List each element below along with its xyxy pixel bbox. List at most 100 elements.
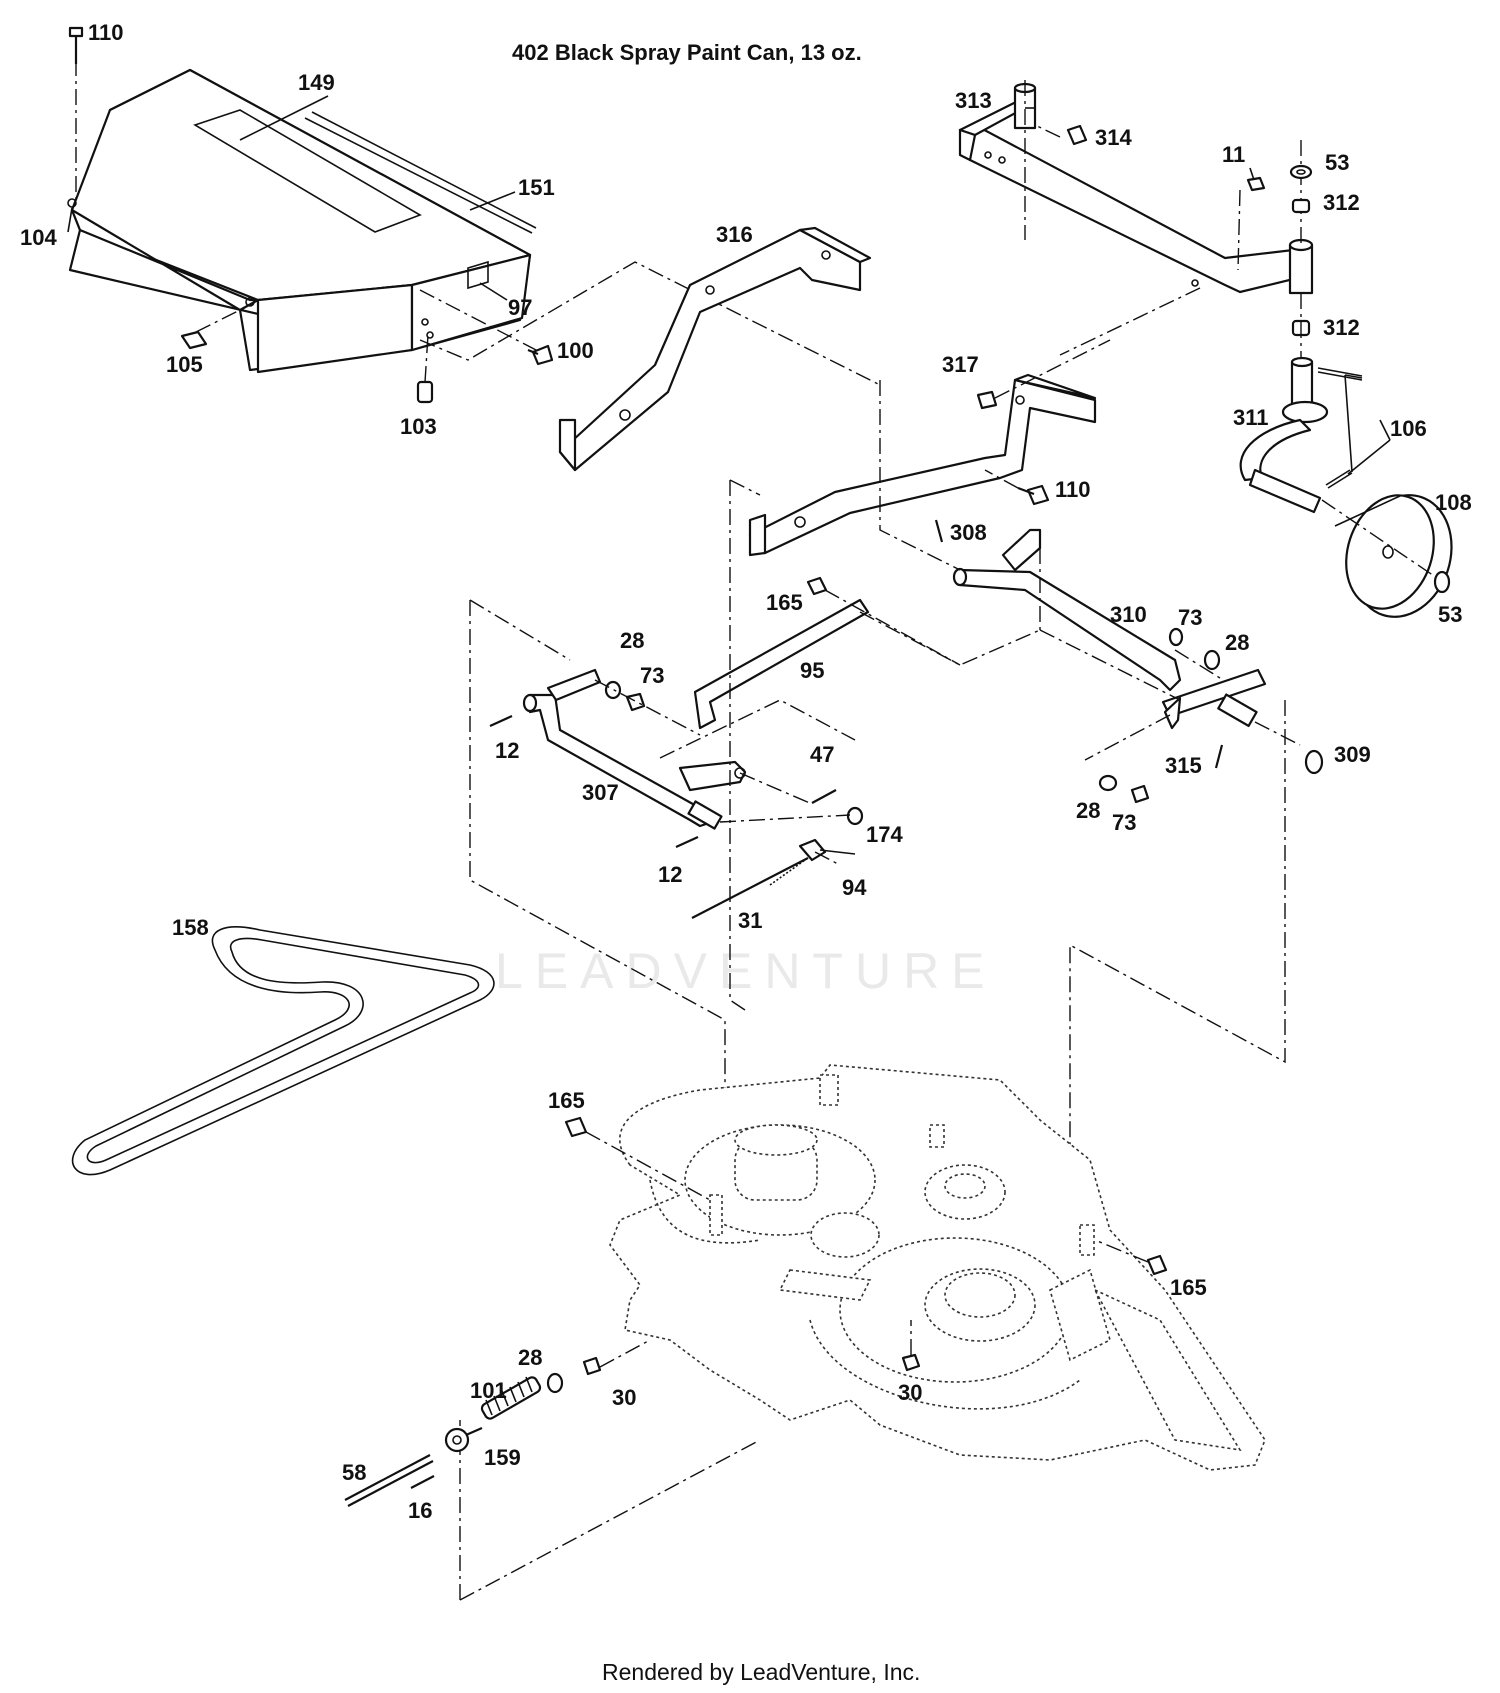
spring-101-part[interactable] [480,1376,542,1421]
callout-158: 158 [172,915,209,940]
callout-308: 308 [950,520,987,545]
bolt-314-part[interactable] [1066,124,1088,146]
callout-73-left: 73 [640,663,664,688]
callout-53-top: 53 [1325,150,1349,175]
callout-307: 307 [582,780,619,805]
washer-309-part[interactable] [1304,749,1324,775]
callout-103: 103 [400,414,437,439]
nut-30-deck-part[interactable] [901,1353,921,1372]
callout-11: 11 [1222,142,1245,167]
callout-12-upper: 12 [495,738,519,763]
pin-12-upper-part[interactable] [489,714,513,728]
callout-174: 174 [866,822,903,847]
bolt-100-part[interactable] [527,344,554,366]
callout-165-deck-left: 165 [548,1088,585,1113]
callout-105: 105 [166,352,203,377]
pin-12-lower-part[interactable] [675,835,699,849]
washer-53-top-part[interactable] [1289,164,1313,180]
callout-312-bottom: 312 [1323,315,1360,340]
callout-165-deck-right: 165 [1170,1275,1207,1300]
callout-30-spring: 30 [612,1385,636,1410]
callout-110-top: 110 [88,20,124,45]
callout-165-upper: 165 [766,590,803,615]
diagram-title: 402 Black Spray Paint Can, 13 oz. [512,40,862,65]
callout-313: 313 [955,88,992,113]
bolt-317-part[interactable] [976,390,998,410]
bushing-312-top-part[interactable] [1291,198,1311,214]
callout-28-spring: 28 [518,1345,542,1370]
callout-110-mid: 110 [1055,477,1091,502]
watermark-text: LEADVENTURE [495,943,997,999]
belt-cover-part[interactable] [67,68,537,374]
shaft-307-part[interactable] [522,668,747,830]
callout-101: 101 [470,1378,507,1403]
washer-73-right-part[interactable] [1168,627,1184,647]
pin-308-part[interactable] [934,519,944,543]
callout-309: 309 [1334,742,1371,767]
washer-53-bottom-part[interactable] [1433,570,1451,594]
shaft-310-part[interactable] [952,528,1267,730]
rod-58-part[interactable] [344,1454,434,1507]
bracket-316-part[interactable] [558,226,872,472]
washer-28-spring-part[interactable] [546,1372,564,1394]
callout-314: 314 [1095,125,1132,150]
callout-312-top: 312 [1323,190,1360,215]
link-95-part[interactable] [693,598,870,730]
bolt-110-mid-part[interactable] [1017,484,1050,506]
bolt-165-upper-part[interactable] [806,576,828,596]
nut-30-spring-part[interactable] [582,1356,602,1376]
callout-16: 16 [408,1498,432,1523]
frame-313-part[interactable] [958,82,1314,295]
nut-11-part[interactable] [1246,176,1266,192]
callout-73-right: 73 [1178,605,1202,630]
nut-73-lower-part[interactable] [1130,784,1150,804]
callout-28-right: 28 [1225,630,1249,655]
callout-53-bottom: 53 [1438,602,1462,627]
nut-174-part[interactable] [846,806,864,826]
nut-73-left-part[interactable] [625,692,646,712]
adjuster-94-part[interactable] [798,838,827,862]
rod-31-part[interactable] [691,857,809,919]
callout-58: 58 [342,1460,366,1485]
pin-315-part[interactable] [1214,744,1224,769]
callout-310: 310 [1110,602,1147,627]
bracket-317-part[interactable] [748,373,1097,557]
callout-108: 108 [1435,490,1472,515]
callout-94: 94 [842,875,867,900]
pin-16-part[interactable] [410,1475,435,1489]
callout-311: 311 [1233,405,1269,430]
bolt-165-deck-right-part[interactable] [1146,1254,1168,1276]
callout-47: 47 [810,742,834,767]
callout-149: 149 [298,70,335,95]
callout-12-lower: 12 [658,862,682,887]
washer-28-lower-part[interactable] [1098,774,1118,792]
clip-103-part[interactable] [416,380,434,404]
callout-159: 159 [484,1445,521,1470]
wheel-108-part[interactable] [1332,482,1467,630]
bolt-165-deck-left-part[interactable] [564,1116,588,1138]
callout-28-lower: 28 [1076,798,1100,823]
belt-158-part[interactable] [71,926,495,1176]
washer-28-right-part[interactable] [1203,649,1221,671]
callout-100: 100 [557,338,594,363]
caster-fork-311-part[interactable] [1239,356,1329,514]
callout-95: 95 [800,658,824,683]
washer-28-left-part[interactable] [604,680,622,700]
mower-deck-part[interactable] [609,1064,1266,1471]
bolt-110-top-part[interactable] [68,26,84,64]
callout-30-deck: 30 [898,1380,922,1405]
callout-151: 151 [518,175,555,200]
eye-bolt-159-part[interactable] [444,1426,483,1453]
footer-text: Rendered by LeadVenture, Inc. [602,1659,920,1685]
pin-47-part[interactable] [811,789,837,804]
callout-28-left: 28 [620,628,644,653]
callout-73-lower: 73 [1112,810,1136,835]
callout-97: 97 [508,295,532,320]
nut-105-part[interactable] [180,330,208,350]
callout-31: 31 [738,908,762,933]
callout-317: 317 [942,352,979,377]
callout-104: 104 [20,225,57,250]
callout-315: 315 [1165,753,1202,778]
callout-106: 106 [1390,416,1427,441]
